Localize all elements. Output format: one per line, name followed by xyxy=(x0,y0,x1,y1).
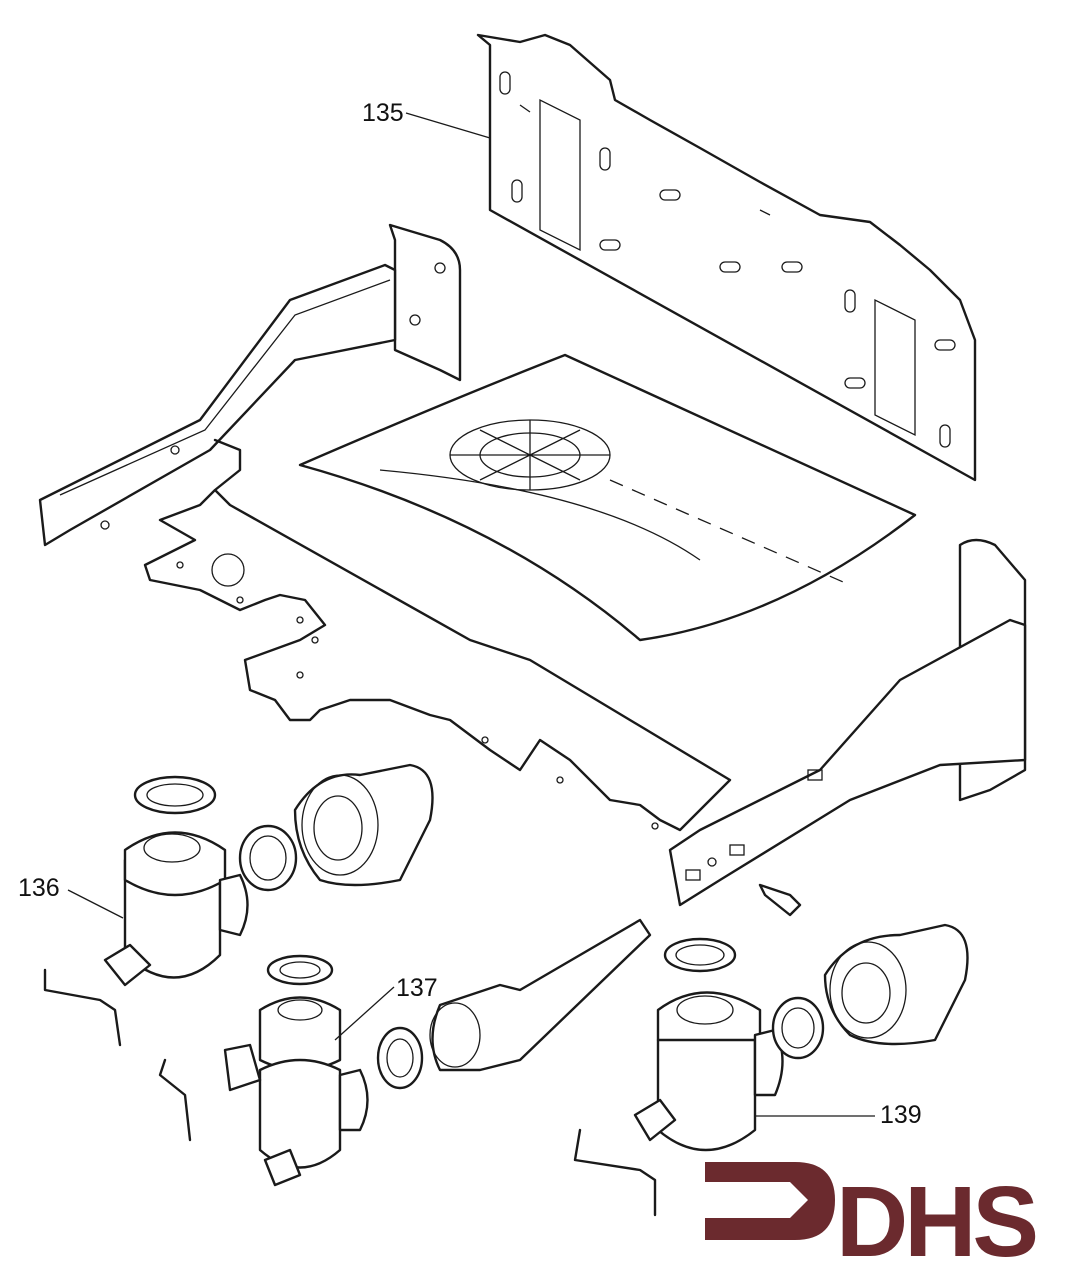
callout-136: 136 xyxy=(18,874,60,902)
valve-139 xyxy=(573,923,969,1217)
callout-135: 135 xyxy=(362,99,404,127)
fixing-screw xyxy=(758,883,802,917)
valve-137 xyxy=(158,918,652,1187)
callout-137: 137 xyxy=(396,974,438,1002)
left-support-bracket xyxy=(38,223,462,547)
frame-base-plate xyxy=(143,438,732,832)
dhs-logo-arrow xyxy=(705,1162,835,1240)
dhs-logo-text: DHS xyxy=(836,1166,1039,1278)
installation-template xyxy=(298,353,917,642)
wall-mounting-plate xyxy=(476,33,977,482)
callout-leaders xyxy=(67,112,875,1117)
right-support-bracket xyxy=(668,538,1027,907)
callout-139: 139 xyxy=(880,1101,922,1129)
valve-136 xyxy=(43,763,434,1047)
